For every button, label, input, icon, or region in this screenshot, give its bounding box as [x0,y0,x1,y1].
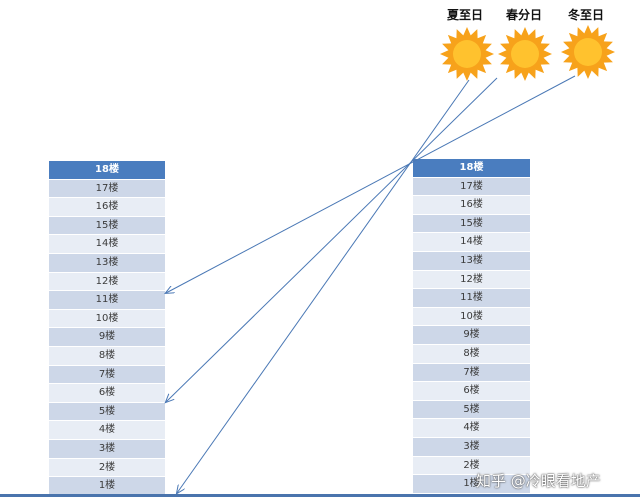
floor: 13楼 [49,254,165,273]
floor: 11楼 [49,291,165,310]
floor: 8楼 [49,347,165,366]
floor-top: 18楼 [413,159,530,178]
floor-top: 18楼 [49,161,165,180]
floor: 12楼 [413,270,530,290]
sun-label-summer-solstice: 夏至日 [446,8,483,22]
floor: 15楼 [49,216,165,236]
floor: 2楼 [413,456,530,476]
floor: 9楼 [413,326,530,345]
sun-icon [498,27,552,81]
floor: 1楼 [413,475,530,494]
sun-label-equinox: 春分日 [505,8,542,22]
sun-icon [440,27,494,81]
floor: 16楼 [49,198,165,217]
floor: 4楼 [49,421,165,440]
floor: 17楼 [49,179,165,199]
ray-summer-solstice [177,79,470,493]
floor: 6楼 [49,384,165,403]
sun-icon [561,25,615,79]
watermark: 知乎 @冷眼看地产 [476,472,601,490]
floor: 10楼 [49,309,165,329]
ray-winter-solstice [166,75,576,293]
floor: 7楼 [413,363,530,383]
floor: 14楼 [413,233,530,252]
sun-label-winter-solstice: 冬至日 [567,8,604,22]
floor: 5楼 [49,402,165,422]
ray-equinox [166,77,498,402]
floor: 15楼 [413,214,530,234]
floor: 3楼 [413,438,530,457]
floor: 2楼 [49,458,165,478]
floor: 3楼 [49,440,165,459]
floor: 11楼 [413,289,530,308]
floor: 6楼 [413,382,530,401]
ground-line [0,494,640,497]
floor: 4楼 [413,419,530,438]
floor: 10楼 [413,307,530,327]
floor: 8楼 [413,345,530,364]
floor: 14楼 [49,235,165,254]
floor: 17楼 [413,177,530,197]
floor: 16楼 [413,196,530,215]
floor: 9楼 [49,328,165,347]
floor: 12楼 [49,272,165,292]
floor: 5楼 [413,400,530,420]
floor: 7楼 [49,365,165,385]
floor: 13楼 [413,252,530,271]
